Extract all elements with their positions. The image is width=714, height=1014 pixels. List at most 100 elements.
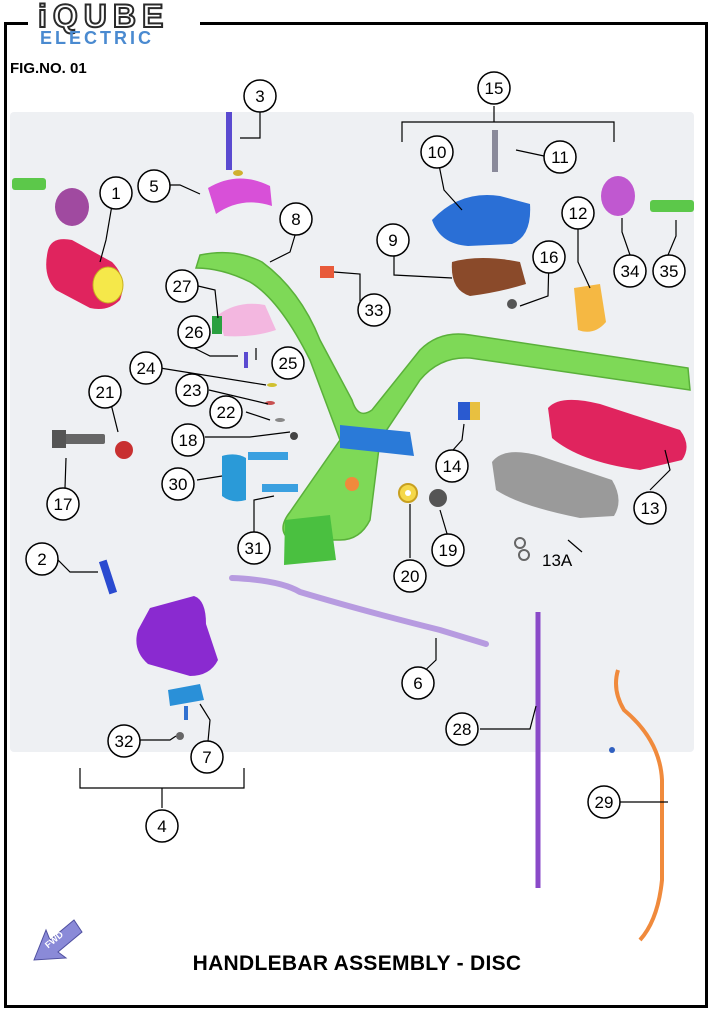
svg-text:6: 6 — [413, 674, 422, 693]
svg-text:25: 25 — [279, 354, 298, 373]
part-bracket-12 — [574, 284, 606, 332]
part-cap-left — [55, 188, 89, 226]
callout-8: 8 — [279, 202, 313, 236]
callout-6: 6 — [401, 666, 435, 700]
part-bolt-2 — [98, 559, 118, 595]
callout-30: 30 — [161, 467, 195, 501]
callout-17: 17 — [46, 487, 80, 521]
part-clamp-30 — [222, 454, 246, 502]
part-bolt-31a — [248, 452, 288, 460]
svg-text:14: 14 — [443, 457, 462, 476]
svg-text:5: 5 — [149, 177, 158, 196]
callout-29: 29 — [587, 785, 621, 819]
callout-26: 26 — [177, 315, 211, 349]
svg-text:7: 7 — [202, 748, 211, 767]
part-clamp-27 — [218, 303, 276, 337]
svg-text:20: 20 — [401, 567, 420, 586]
drawing-frame — [4, 22, 708, 1008]
callout-16: 16 — [532, 240, 566, 274]
svg-text:22: 22 — [217, 403, 236, 422]
part-nut-16 — [507, 299, 517, 309]
svg-text:18: 18 — [179, 431, 198, 450]
callout-21: 21 — [88, 375, 122, 409]
callout-34: 34 — [613, 254, 647, 288]
brand-logo-line1: iQUBE — [37, 0, 170, 35]
callout-15: 15 — [477, 71, 511, 105]
svg-text:24: 24 — [137, 359, 156, 378]
part-bolt-17 — [55, 434, 105, 444]
part-cable-29 — [614, 669, 664, 942]
svg-text:4: 4 — [157, 817, 166, 836]
svg-text:15: 15 — [485, 79, 504, 98]
part-grip-right — [548, 399, 687, 470]
svg-text:23: 23 — [183, 381, 202, 400]
part-bolt-green-left — [12, 178, 46, 190]
part-grip-13a — [492, 452, 619, 518]
part-33 — [320, 266, 334, 278]
svg-text:28: 28 — [453, 720, 472, 739]
svg-text:8: 8 — [291, 210, 300, 229]
svg-text:2: 2 — [37, 550, 46, 569]
part-bolt-35 — [650, 200, 694, 212]
svg-text:11: 11 — [551, 148, 569, 167]
callout-35: 35 — [652, 254, 686, 288]
part-bolt-11 — [492, 130, 498, 172]
svg-text:16: 16 — [540, 248, 559, 267]
callout-1: 1 — [99, 176, 133, 210]
callout-13a: 13A — [542, 551, 573, 570]
svg-text:3: 3 — [255, 87, 264, 106]
svg-text:13: 13 — [641, 499, 660, 518]
part-bolt-31b — [262, 484, 298, 492]
part-clamp-5 — [208, 178, 272, 214]
part-clamp-7 — [168, 684, 204, 706]
callout-18: 18 — [171, 423, 205, 457]
part-nut-21 — [115, 441, 133, 459]
callout-23: 23 — [175, 373, 209, 407]
part-body-4 — [136, 596, 218, 676]
callout-27: 27 — [165, 269, 199, 303]
callout-11: 11 — [543, 140, 577, 174]
part-nut-19 — [429, 489, 447, 507]
svg-text:27: 27 — [173, 277, 192, 296]
part-handlebar — [194, 251, 691, 541]
callout-10: 10 — [420, 135, 454, 169]
callout-2: 2 — [25, 542, 59, 576]
figure-number: FIG.NO. 01 — [10, 60, 87, 77]
svg-text:21: 21 — [96, 383, 115, 402]
callout-4: 4 — [145, 809, 179, 843]
parts-layer — [12, 112, 694, 942]
callout-28: 28 — [445, 712, 479, 746]
part-cable-6 — [229, 575, 489, 647]
callout-7: 7 — [190, 740, 224, 774]
part-lever-9 — [451, 258, 526, 296]
svg-text:32: 32 — [115, 732, 134, 751]
callout-24: 24 — [129, 351, 163, 385]
svg-text:10: 10 — [428, 143, 447, 162]
callout-32: 32 — [107, 724, 141, 758]
svg-text:35: 35 — [660, 262, 679, 281]
callout-5: 5 — [137, 169, 171, 203]
callout-19: 19 — [431, 533, 465, 567]
callout-33: 33 — [357, 293, 391, 327]
brand-logo: iQUBE ELECTRIC — [28, 0, 200, 48]
part-cap-34 — [601, 176, 635, 216]
callout-9: 9 — [376, 223, 410, 257]
callouts: 1 2 3 4 5 6 7 8 9 10 11 12 13 13A 14 15 … — [25, 71, 686, 843]
svg-text:34: 34 — [621, 262, 640, 281]
svg-text:19: 19 — [439, 541, 458, 560]
svg-text:1: 1 — [111, 184, 120, 203]
svg-text:17: 17 — [54, 495, 73, 514]
svg-text:12: 12 — [569, 204, 588, 223]
callout-25: 25 — [271, 346, 305, 380]
svg-text:30: 30 — [169, 475, 188, 494]
callout-31: 31 — [237, 531, 271, 565]
svg-text:31: 31 — [245, 539, 264, 558]
callout-14: 14 — [435, 449, 469, 483]
svg-text:13A: 13A — [542, 551, 573, 570]
callout-22: 22 — [209, 395, 243, 429]
callout-12: 12 — [561, 196, 595, 230]
brand-logo-line2: ELECTRIC — [40, 28, 154, 48]
callout-3: 3 — [243, 79, 277, 113]
part-bolt-3 — [226, 112, 232, 170]
